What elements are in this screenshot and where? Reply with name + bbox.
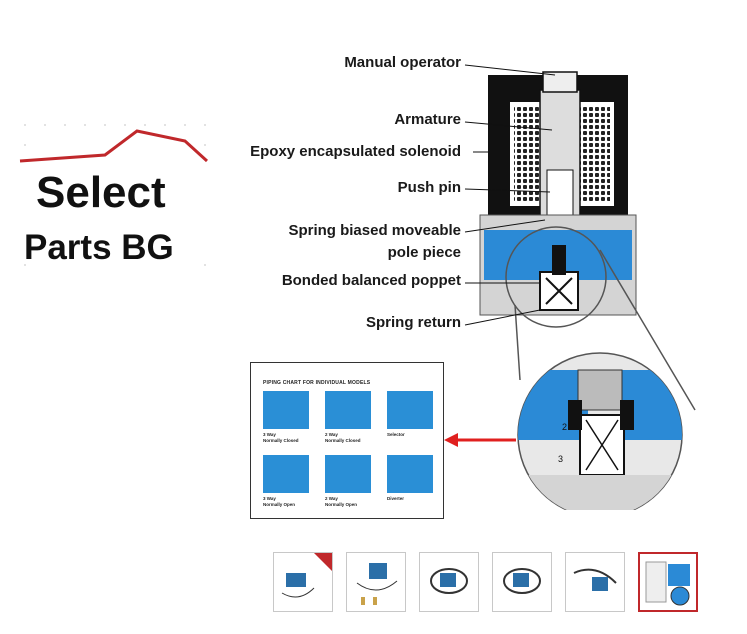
- label-spring-return: Spring return: [366, 314, 461, 331]
- label-pole-piece: pole piece: [388, 244, 461, 261]
- piping-cell-3: [387, 391, 433, 429]
- piping-cell-2: [325, 391, 371, 429]
- thumbnail-4[interactable]: [492, 552, 552, 612]
- store-logo: [15, 115, 230, 280]
- logo-text-parts-bg: Parts BG: [24, 228, 174, 267]
- thumbnail-6-selected[interactable]: [638, 552, 698, 612]
- detail-zoom: 2 3: [517, 352, 683, 510]
- red-pointer-arrow-icon: [444, 433, 516, 447]
- detail-port-3-label: 3: [558, 454, 563, 464]
- port-left: [484, 230, 544, 280]
- piping-cell-1: [263, 391, 309, 429]
- piping-label-2a: 2 Way: [325, 432, 338, 437]
- piping-label-5b: Normally Open: [325, 502, 358, 507]
- piping-label-5a: 2 Way: [325, 496, 338, 501]
- push-pin: [546, 169, 574, 216]
- label-armature: Armature: [394, 111, 461, 128]
- piping-label-3a: Selector: [387, 432, 405, 437]
- label-bonded-poppet: Bonded balanced poppet: [282, 272, 461, 289]
- piping-cell-5: [325, 455, 371, 493]
- piping-label-4a: 3 Way: [263, 496, 276, 501]
- thumbnail-1[interactable]: [273, 552, 333, 612]
- piping-cell-4: [263, 455, 309, 493]
- thumbnail-3[interactable]: [419, 552, 479, 612]
- label-spring-biased: Spring biased moveable: [288, 222, 461, 239]
- logo-text-select: Select: [36, 168, 166, 217]
- solenoid-valve-diagram: 2 3 Manual operator Armature Epoxy encap…: [250, 54, 696, 510]
- piping-cell-6: [387, 455, 433, 493]
- label-manual-operator: Manual operator: [344, 54, 461, 71]
- piping-label-6a: Diverter: [387, 496, 405, 501]
- piping-label-4b: Normally Open: [263, 502, 296, 507]
- detail-port-2-label: 2: [562, 422, 567, 432]
- piping-label-1a: 3 Way: [263, 432, 276, 437]
- piping-chart-title: PIPING CHART FOR INDIVIDUAL MODELS: [263, 380, 371, 386]
- label-epoxy-solenoid: Epoxy encapsulated solenoid: [250, 143, 461, 160]
- piping-label-1b: Normally Closed: [263, 438, 299, 443]
- thumbnail-2[interactable]: [346, 552, 406, 612]
- manual-operator: [542, 71, 578, 93]
- piping-chart-card[interactable]: PIPING CHART FOR INDIVIDUAL MODELS 3 Way…: [250, 362, 444, 519]
- piping-label-2b: Normally Closed: [325, 438, 361, 443]
- thumbnail-5[interactable]: [565, 552, 625, 612]
- label-push-pin: Push pin: [398, 179, 461, 196]
- zoom-circle-small: [505, 226, 607, 328]
